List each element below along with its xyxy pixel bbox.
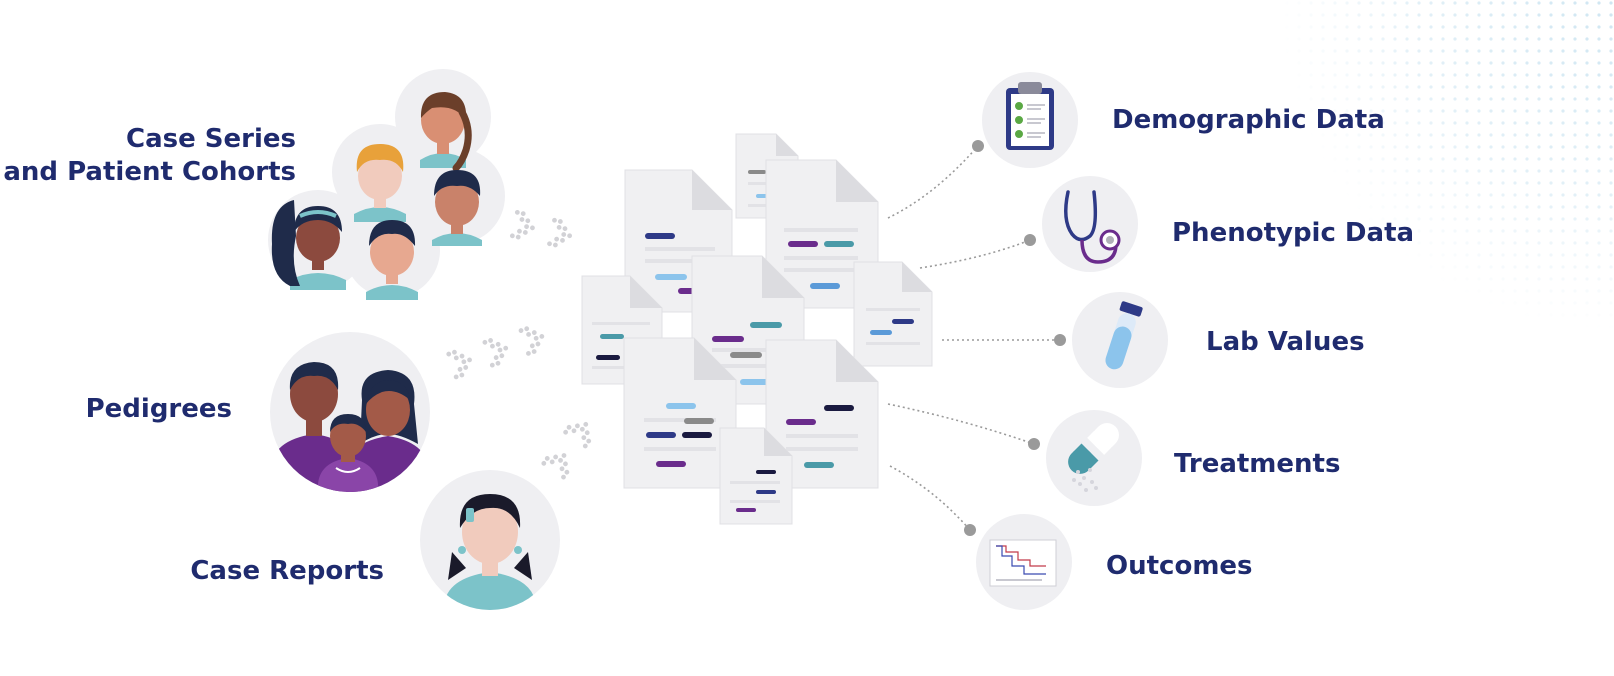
document-icon: [853, 261, 933, 367]
source-label-line: Case Series: [126, 124, 296, 154]
girl-braid-avatar: [420, 92, 472, 172]
patient-cohort-illustration: [268, 69, 505, 300]
output-label-outcomes: Outcomes: [1106, 551, 1253, 581]
family-pedigree-illustration: [270, 332, 430, 492]
source-label-cohorts: Case Series and Patient Cohorts: [3, 123, 296, 189]
boy-front-avatar: [366, 220, 418, 300]
arrow-case-to-docs: [541, 421, 592, 480]
source-label-case-reports: Case Reports: [190, 555, 384, 588]
output-label-treatments: Treatments: [1174, 449, 1341, 479]
curly-hair-girl-avatar: [271, 200, 346, 290]
document-icon: [765, 339, 879, 489]
document-icon: [765, 159, 879, 309]
corner-dot-pattern: [1280, 0, 1614, 330]
case-report-patient-illustration: [420, 470, 560, 610]
output-label-lab: Lab Values: [1206, 327, 1365, 357]
test-tube-icon: [1072, 292, 1168, 388]
output-connectors: [887, 145, 1060, 531]
document-cluster: [581, 133, 933, 525]
survival-chart-icon: [976, 514, 1072, 610]
source-label-line: Case Reports: [190, 556, 384, 586]
stethoscope-icon: [1042, 176, 1138, 272]
blond-boy-avatar: [354, 144, 406, 222]
source-label-line: Pedigrees: [85, 394, 232, 424]
arrow-pedigree-to-docs: [446, 326, 545, 380]
dark-hair-boy-avatar: [432, 170, 482, 246]
document-icon: [623, 337, 737, 489]
connector-endpoints: [964, 140, 1066, 536]
flow-arrows: [446, 209, 592, 480]
output-label-phenotypic: Phenotypic Data: [1172, 218, 1415, 248]
source-label-pedigrees: Pedigrees: [86, 393, 232, 426]
arrow-cohort-to-docs: [509, 209, 573, 248]
clipboard-checklist-icon: [982, 72, 1078, 168]
output-label-demographic: Demographic Data: [1112, 105, 1385, 135]
pill-capsule-icon: [1046, 410, 1142, 506]
source-label-line: and Patient Cohorts: [3, 157, 296, 187]
document-icon: [719, 427, 793, 525]
